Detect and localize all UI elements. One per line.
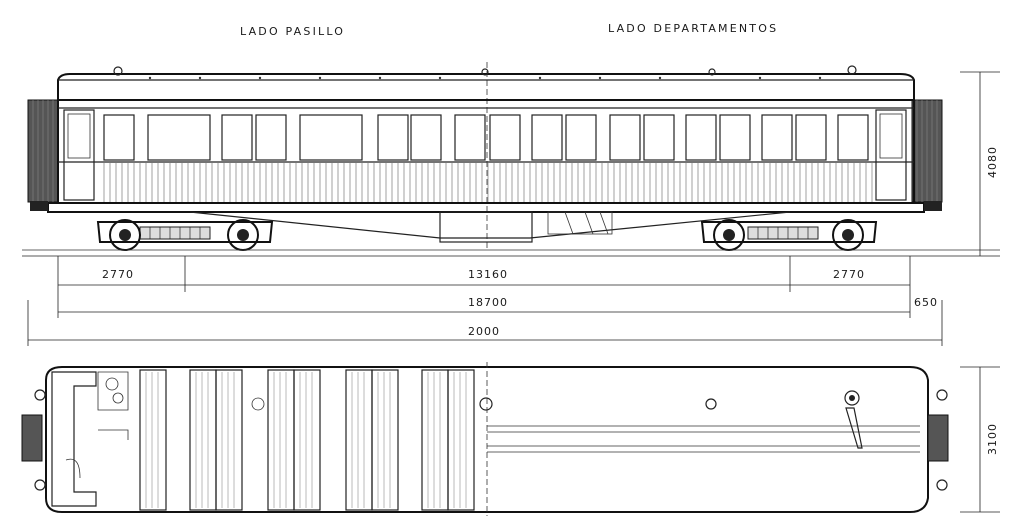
dim-body-length: 18700 xyxy=(468,296,508,309)
right-end-door xyxy=(875,109,907,201)
dim-bogie-right: 2770 xyxy=(833,268,865,281)
dim-width: 3100 xyxy=(986,423,999,455)
underframe xyxy=(47,202,925,213)
dim-overall-length: 2000 xyxy=(468,325,500,338)
dim-bogie-center: 13160 xyxy=(468,268,508,281)
right-buffer xyxy=(924,201,942,211)
right-bogie xyxy=(700,219,878,251)
roof-vent xyxy=(844,390,863,449)
corridor-side-label: LADO PASILLO xyxy=(240,25,345,38)
compartment-seats xyxy=(139,369,475,511)
left-bogie xyxy=(96,219,274,251)
plan-outline xyxy=(45,366,929,513)
truss-rod xyxy=(189,211,791,239)
battery-box xyxy=(439,211,533,243)
left-buffer xyxy=(30,201,48,211)
dimension-lines xyxy=(22,71,1000,513)
compartment-side-label: LADO DEPARTAMENTOS xyxy=(608,22,778,35)
side-windows xyxy=(103,114,869,161)
side-elevation xyxy=(22,62,1000,251)
dim-bogie-left: 2770 xyxy=(102,268,134,281)
roof xyxy=(57,73,915,100)
left-end-door xyxy=(63,109,95,201)
dim-buffer-extra: 650 xyxy=(914,296,938,309)
roof-plan xyxy=(487,425,920,453)
plan-view xyxy=(21,362,949,516)
dim-height: 4080 xyxy=(986,146,999,178)
